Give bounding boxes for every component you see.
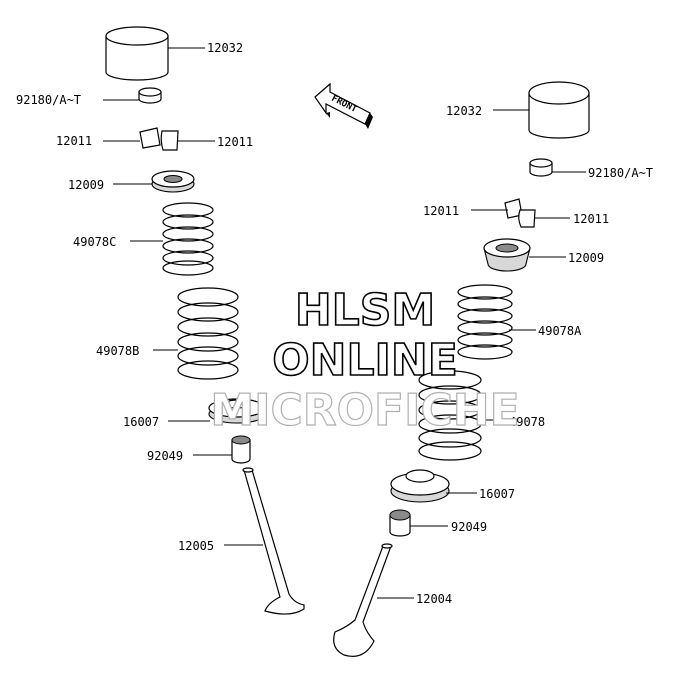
left-spring-outer xyxy=(177,287,239,380)
callout-left-keeper-a: 12011 xyxy=(56,134,92,148)
front-direction-arrow: FRONT xyxy=(314,82,373,129)
right-spring-inner xyxy=(457,284,513,360)
left-spring-inner xyxy=(162,202,214,276)
callout-left-retainer: 12009 xyxy=(68,178,104,192)
callout-left-seal: 92049 xyxy=(147,449,183,463)
callout-left-seat: 16007 xyxy=(123,415,159,429)
callout-left-spring-outer: 49078B xyxy=(96,344,139,358)
callout-right-shim: 92180/A~T xyxy=(588,166,653,180)
callout-left-tappet: 12032 xyxy=(207,41,243,55)
callout-left-valve: 12005 xyxy=(178,539,214,553)
callout-right-valve: 12004 xyxy=(416,592,452,606)
callout-right-spring-inner: 49078A xyxy=(538,324,582,338)
right-valve-seal xyxy=(389,509,411,537)
callout-right-keeper-b: 12011 xyxy=(573,212,609,226)
callout-left-keeper-b: 12011 xyxy=(217,135,253,149)
right-shim xyxy=(529,158,553,177)
left-spring-seat xyxy=(208,398,266,424)
right-valve xyxy=(333,543,393,657)
callout-left-spring-inner: 49078C xyxy=(73,235,116,249)
left-shim xyxy=(138,87,162,104)
right-spring-outer xyxy=(418,370,482,461)
callout-right-seal: 92049 xyxy=(451,520,487,534)
callout-right-keeper-a: 12011 xyxy=(423,204,459,218)
watermark-line2: ONLINE xyxy=(272,335,458,386)
callout-right-seat: 16007 xyxy=(479,487,515,501)
watermark-line1: HLSM xyxy=(295,285,435,336)
left-retainer xyxy=(151,170,195,193)
watermark-line3: MICROFICHE xyxy=(210,385,519,436)
right-tappet xyxy=(528,81,590,139)
watermark: HLSM ONLINE MICROFICHE xyxy=(210,284,521,436)
left-valve xyxy=(242,467,305,615)
right-spring-seat xyxy=(390,469,450,503)
callout-right-spring-outer: 49078 xyxy=(509,415,545,429)
callout-right-tappet: 12032 xyxy=(446,104,482,118)
callout-left-shim: 92180/A~T xyxy=(16,93,81,107)
left-valve-seal xyxy=(231,435,251,464)
right-keepers xyxy=(504,198,536,228)
left-tappet xyxy=(105,26,169,81)
right-retainer xyxy=(483,238,531,272)
left-keepers xyxy=(139,127,179,151)
callout-right-retainer: 12009 xyxy=(568,251,604,265)
